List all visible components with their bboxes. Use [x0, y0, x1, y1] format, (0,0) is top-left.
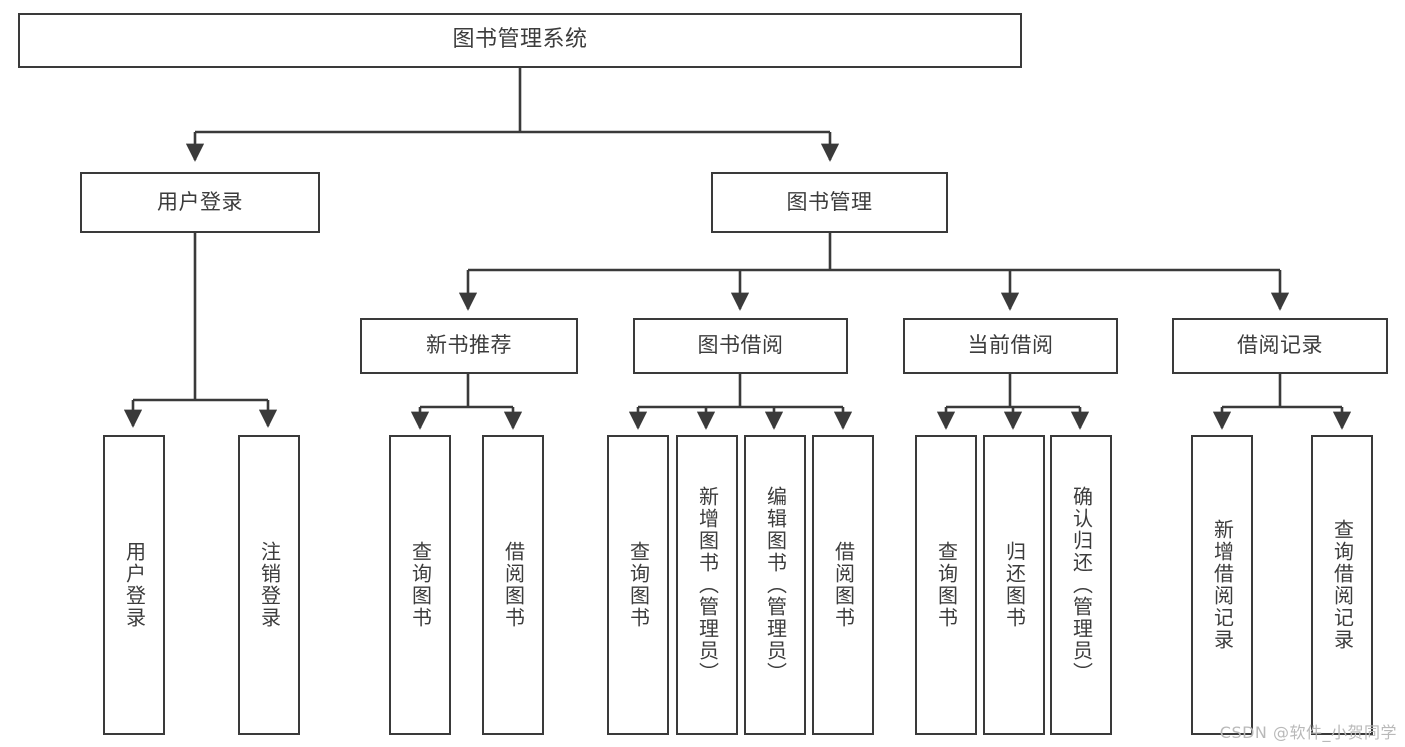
leaf-add-record[interactable]: 新增借阅记录: [1191, 435, 1253, 735]
node-borrow-record-label: 借阅记录: [1237, 333, 1323, 358]
leaf-add-record-label: 新增借阅记录: [1210, 519, 1235, 651]
leaf-add-book[interactable]: 新增图书（管理员）: [676, 435, 738, 735]
node-current-borrow-label: 当前借阅: [967, 333, 1054, 358]
node-new-book-recommend-label: 新书推荐: [426, 333, 512, 358]
node-root-label: 图书管理系统: [452, 27, 588, 53]
leaf-confirm-return[interactable]: 确认归还（管理员）: [1050, 435, 1112, 735]
node-book-manage-label: 图书管理: [786, 189, 873, 214]
leaf-query-record[interactable]: 查询借阅记录: [1311, 435, 1373, 735]
leaf-return-book-label: 归还图书: [1002, 541, 1027, 629]
leaf-confirm-return-label: 确认归还（管理员）: [1069, 486, 1094, 684]
leaf-query-book-1-label: 查询图书: [408, 541, 433, 629]
leaf-query-book-2-label: 查询图书: [626, 541, 651, 629]
node-new-book-recommend[interactable]: 新书推荐: [360, 318, 578, 374]
node-current-borrow[interactable]: 当前借阅: [903, 318, 1118, 374]
leaf-return-book[interactable]: 归还图书: [983, 435, 1045, 735]
leaf-borrow-book-1-label: 借阅图书: [501, 541, 526, 629]
csdn-watermark: CSDN @软件_小贺同学: [1219, 723, 1397, 742]
leaf-borrow-book-2-label: 借阅图书: [831, 541, 856, 629]
node-book-borrow-label: 图书借阅: [697, 333, 784, 358]
leaf-query-book-1[interactable]: 查询图书: [389, 435, 451, 735]
leaf-query-book-3-label: 查询图书: [934, 541, 959, 629]
leaf-query-book-2[interactable]: 查询图书: [607, 435, 669, 735]
leaf-add-book-label: 新增图书（管理员）: [695, 486, 720, 684]
leaf-logout-login[interactable]: 注销登录: [238, 435, 300, 735]
node-borrow-record[interactable]: 借阅记录: [1172, 318, 1388, 374]
node-book-manage[interactable]: 图书管理: [711, 172, 948, 233]
leaf-query-book-3[interactable]: 查询图书: [915, 435, 977, 735]
leaf-edit-book[interactable]: 编辑图书（管理员）: [744, 435, 806, 735]
leaf-user-login-label: 用户登录: [122, 541, 147, 629]
node-user-login-label: 用户登录: [157, 189, 243, 214]
leaf-borrow-book-1[interactable]: 借阅图书: [482, 435, 544, 735]
leaf-edit-book-label: 编辑图书（管理员）: [763, 486, 788, 684]
leaf-logout-login-label: 注销登录: [257, 541, 282, 629]
node-root[interactable]: 图书管理系统: [18, 13, 1022, 68]
node-user-login[interactable]: 用户登录: [80, 172, 320, 233]
leaf-borrow-book-2[interactable]: 借阅图书: [812, 435, 874, 735]
leaf-user-login[interactable]: 用户登录: [103, 435, 165, 735]
node-book-borrow[interactable]: 图书借阅: [633, 318, 848, 374]
leaf-query-record-label: 查询借阅记录: [1330, 519, 1355, 651]
